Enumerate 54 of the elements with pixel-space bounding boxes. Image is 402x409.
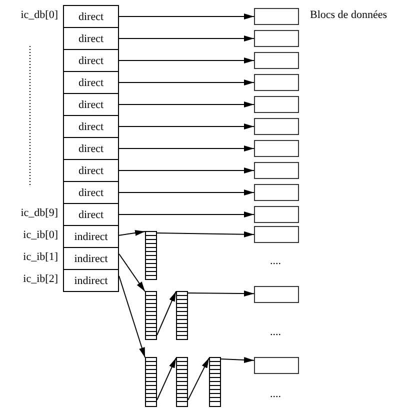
pointer-field: indirect xyxy=(63,225,119,248)
ellipsis-text: .... xyxy=(270,255,281,267)
arrow xyxy=(156,231,254,238)
arrow xyxy=(118,14,254,20)
pointer-field: direct xyxy=(63,5,119,28)
caption-text: Blocs de données xyxy=(310,9,387,21)
arrow xyxy=(188,290,254,297)
arrow xyxy=(188,358,210,400)
arrow xyxy=(118,146,254,152)
arrow xyxy=(118,190,254,196)
arrow xyxy=(118,102,254,108)
field-label: ic_db[9] xyxy=(20,207,58,219)
field-label: ic_ib[1] xyxy=(23,251,58,263)
pointer-field: direct xyxy=(63,159,119,182)
field-label: ic_ib[2] xyxy=(23,273,58,285)
pointer-field: direct xyxy=(63,71,119,94)
arrow xyxy=(118,124,254,130)
data-block xyxy=(254,96,299,113)
pointer-field: direct xyxy=(63,181,119,204)
arrow xyxy=(220,356,254,363)
data-block xyxy=(254,357,299,374)
data-block xyxy=(254,30,299,47)
data-block xyxy=(254,8,299,25)
ellipsis-text: .... xyxy=(270,388,281,400)
pointer-field: direct xyxy=(63,93,119,116)
data-block xyxy=(254,162,299,179)
ellipsis-text: .... xyxy=(270,326,281,338)
field-label: ic_db[0] xyxy=(20,9,58,21)
pointer-field: indirect xyxy=(63,247,119,270)
pointer-field: direct xyxy=(63,27,119,50)
arrow xyxy=(118,58,254,64)
arrow xyxy=(118,230,146,236)
arrow xyxy=(118,168,254,174)
data-block xyxy=(254,226,299,243)
data-block xyxy=(254,118,299,135)
data-block xyxy=(254,74,299,91)
pointer-field: direct xyxy=(63,137,119,160)
arrow xyxy=(156,358,176,400)
data-block xyxy=(254,140,299,157)
arrow xyxy=(118,212,254,218)
arrow xyxy=(156,291,176,336)
pointer-field: direct xyxy=(63,203,119,226)
pointer-field: direct xyxy=(63,115,119,138)
field-label: ic_ib[0] xyxy=(23,229,58,241)
pointer-field: direct xyxy=(63,49,119,72)
pointer-field: indirect xyxy=(63,269,119,292)
arrow xyxy=(118,253,146,292)
data-block xyxy=(254,206,299,223)
arrow xyxy=(118,36,254,42)
arrow xyxy=(118,80,254,86)
data-block xyxy=(254,286,299,303)
data-block xyxy=(254,184,299,201)
data-block xyxy=(254,52,299,69)
arrow xyxy=(118,275,146,358)
